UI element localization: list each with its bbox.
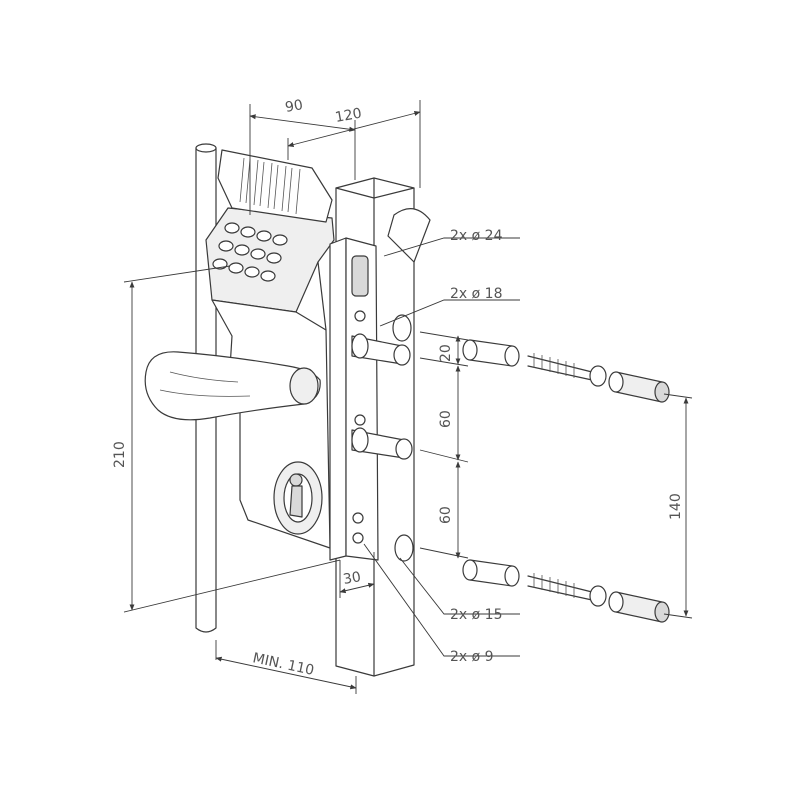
dim-120: 120 xyxy=(334,106,363,126)
dim-30: 30 xyxy=(342,569,362,588)
dimension-lines xyxy=(123,100,693,694)
dim-60-lower: 60 xyxy=(438,506,454,524)
lever-handle xyxy=(144,351,321,421)
latch-bolt-upper xyxy=(351,333,411,366)
callout-d24: 2x ø 24 xyxy=(450,228,503,244)
dim-210: 210 xyxy=(112,441,128,468)
keypad-cover xyxy=(217,149,333,223)
dim-60-upper: 60 xyxy=(438,410,454,428)
dim-90: 90 xyxy=(284,97,304,116)
dim-min-110: MIN. 110 xyxy=(251,650,315,679)
faceplate xyxy=(329,237,379,561)
callout-d18: 2x ø 18 xyxy=(450,286,502,302)
dim-20: 20 xyxy=(438,344,454,362)
dim-140: 140 xyxy=(668,493,684,520)
key-cylinder xyxy=(273,461,323,535)
callout-d15: 2x ø 15 xyxy=(450,607,502,623)
callout-d9: 2x ø 9 xyxy=(450,649,494,665)
fastener-set-lower xyxy=(462,559,670,623)
latch-bolt-lower xyxy=(351,427,413,460)
keypad-buttons xyxy=(212,222,288,282)
fastener-set-upper xyxy=(462,339,670,403)
